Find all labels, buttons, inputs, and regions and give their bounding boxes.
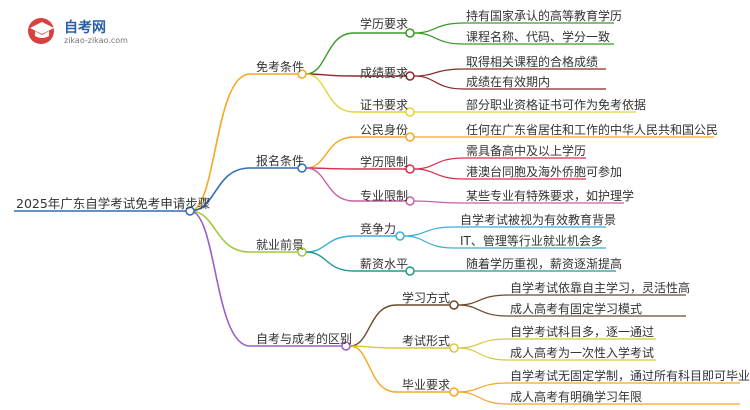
leaf-text: 课程名称、代码、学分一致	[466, 30, 611, 44]
subnode-dot	[449, 343, 459, 353]
leaf-connector	[403, 226, 455, 237]
leaf-text: 取得相关课程的合格成绩	[466, 55, 599, 69]
leaf-text: 部分职业资格证书可作为免考依据	[466, 98, 647, 112]
node-major-limit: 专业限制	[360, 189, 409, 203]
node-score-requirement: 成绩要求	[360, 66, 409, 80]
leaf-connector	[413, 68, 465, 77]
leaf-connector	[413, 157, 465, 170]
branch-differences: 自考与成考的区别	[256, 332, 353, 346]
branch-dot	[297, 247, 307, 257]
leaf-text: 自学考试无固定学制，通过所有科目即可毕业	[510, 369, 750, 383]
branch-connector	[189, 210, 251, 253]
site-logo: 自考网 zikao-zikao.com	[26, 16, 136, 50]
branch-connector	[189, 210, 251, 347]
leaf-text: 需具备高中及以上学历	[466, 144, 587, 158]
subnode-connector	[305, 167, 355, 202]
leaf-connector	[457, 391, 509, 405]
leaf-connector	[457, 338, 509, 349]
leaf-text: 持有国家承认的高等教育学历	[466, 9, 623, 23]
leaf-connector	[457, 382, 509, 393]
node-competitiveness: 竞争力	[360, 222, 397, 236]
subnode-connector	[305, 32, 355, 75]
leaf-connector	[457, 304, 509, 317]
logo-title: 自考网	[64, 20, 106, 36]
subnode-connector	[305, 73, 355, 113]
branch-connector	[189, 167, 251, 212]
leaf-text: 港澳台同胞及海外侨胞可参加	[466, 165, 623, 179]
node-certificate-requirement: 证书要求	[360, 98, 409, 112]
node-education-requirement: 学历要求	[360, 17, 409, 31]
node-study-mode: 学习方式	[402, 291, 451, 305]
leaf-connector	[413, 200, 465, 204]
subnode-dot	[395, 231, 405, 241]
subnode-dot	[449, 387, 459, 397]
node-salary-level: 薪资水平	[360, 257, 409, 271]
node-exam-format: 考试形式	[402, 334, 451, 348]
leaf-connector	[457, 294, 509, 306]
leaf-text: 成绩在有效期内	[466, 75, 551, 89]
graduation-cap-icon	[28, 18, 54, 44]
leaf-connector	[403, 235, 455, 249]
leaf-connector	[413, 32, 465, 45]
leaf-text: 随着学历重视，薪资逐渐提高	[466, 257, 623, 271]
subnode-dot	[449, 300, 459, 310]
subnode-dot	[405, 28, 415, 38]
branch-dot	[297, 163, 307, 173]
leaf-connector	[413, 22, 465, 34]
leaf-text: 自学考试科目多，逐一通过	[510, 325, 655, 339]
branch-dot	[297, 69, 307, 79]
leaf-text: 成人高考有明确学习年限	[510, 390, 643, 404]
leaf-connector	[457, 347, 509, 361]
subnode-dot	[405, 164, 415, 174]
subnode-dot	[405, 132, 415, 142]
subnode-connector	[349, 345, 397, 349]
logo-url: zikao-zikao.com	[64, 36, 128, 45]
branch-exemption-conditions: 免考条件	[256, 60, 305, 74]
root-dot	[185, 206, 195, 216]
subnode-dot	[405, 196, 415, 206]
leaf-text: 成人高考为一次性入学考试	[510, 346, 655, 360]
leaf-text: IT、管理等行业就业机会多	[460, 234, 603, 248]
leaf-connector	[413, 75, 465, 90]
node-graduation-requirement: 毕业要求	[402, 378, 451, 392]
branch-registration-conditions: 报名条件	[256, 154, 305, 168]
leaf-text: 某些专业有特殊要求，如护理学	[466, 189, 635, 203]
node-citizenship: 公民身份	[360, 123, 409, 137]
leaf-text: 任何在广东省居住和工作的中华人民共和国公民	[466, 123, 719, 137]
subnode-connector	[305, 235, 355, 253]
root-topic: 2025年广东自学考试免考申请步骤	[16, 196, 211, 211]
subnode-dot	[405, 107, 415, 117]
leaf-connector	[413, 168, 465, 180]
subnode-connector	[305, 136, 355, 169]
branch-employment-prospects: 就业前景	[256, 238, 305, 252]
leaf-text: 自学考试依靠自主学习，灵活性高	[510, 281, 691, 295]
branch-connector	[189, 73, 251, 212]
subnode-connector	[349, 304, 397, 347]
leaf-text: 成人高考有固定学习模式	[510, 302, 643, 316]
subnode-dot	[405, 71, 415, 81]
branch-dot	[341, 341, 351, 351]
node-education-limit: 学历限制	[360, 155, 409, 169]
subnode-dot	[405, 266, 415, 276]
subnode-connector	[305, 251, 355, 272]
subnode-connector	[349, 345, 397, 393]
leaf-text: 自学考试被视为有效教育背景	[460, 213, 617, 227]
